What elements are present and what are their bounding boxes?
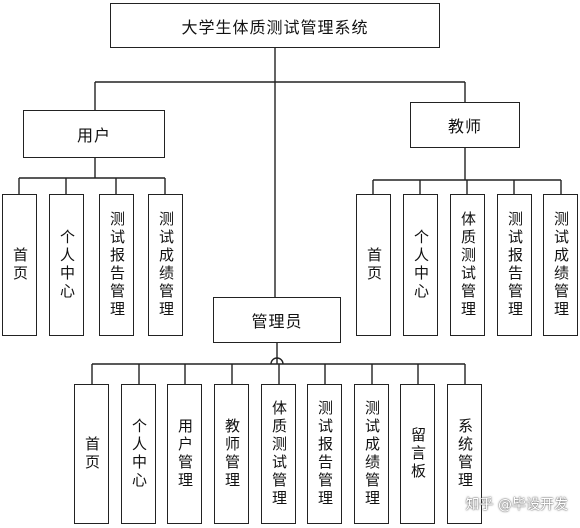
admin-child-node: 测试报告管理 xyxy=(307,384,342,524)
teacher-child-node: 体质测试管理 xyxy=(450,194,485,336)
teacher-child-node: 测试报告管理 xyxy=(497,194,532,336)
admin-child-label: 留言板 xyxy=(409,427,427,481)
teacher-child-node: 测试成绩管理 xyxy=(543,194,578,336)
admin-child-node: 教师管理 xyxy=(214,384,249,524)
teacher-child-node: 首页 xyxy=(356,194,391,336)
teacher-child-label: 测试报告管理 xyxy=(506,211,524,319)
line-hop xyxy=(270,357,284,365)
teacher-child-node: 个人中心 xyxy=(403,194,438,336)
admin-child-label: 测试成绩管理 xyxy=(363,400,381,508)
root-node: 大学生体质测试管理系统 xyxy=(110,3,440,48)
admin-child-node: 留言板 xyxy=(400,384,435,524)
teacher-child-label: 个人中心 xyxy=(412,229,430,301)
admin-child-node: 测试成绩管理 xyxy=(354,384,389,524)
teacher-child-label: 测试成绩管理 xyxy=(552,211,570,319)
admin-child-label: 体质测试管理 xyxy=(270,400,288,508)
user-child-node: 首页 xyxy=(2,194,37,336)
user-child-label: 个人中心 xyxy=(58,229,76,301)
admin-label: 管理员 xyxy=(251,312,303,331)
user-child-label: 首页 xyxy=(11,247,29,283)
admin-child-node: 用户管理 xyxy=(167,384,202,524)
admin-child-label: 个人中心 xyxy=(130,418,148,490)
admin-child-label: 测试报告管理 xyxy=(316,400,334,508)
user-child-label: 测试成绩管理 xyxy=(157,211,175,319)
user-child-node: 测试成绩管理 xyxy=(148,194,183,336)
user-child-label: 测试报告管理 xyxy=(108,211,126,319)
root-label: 大学生体质测试管理系统 xyxy=(181,17,369,37)
admin-child-node: 个人中心 xyxy=(121,384,156,524)
teacher-child-label: 首页 xyxy=(365,247,383,283)
admin-child-label: 用户管理 xyxy=(176,418,194,490)
user-child-node: 个人中心 xyxy=(49,194,84,336)
admin-child-node: 系统管理 xyxy=(447,384,482,524)
teacher-label: 教师 xyxy=(447,117,482,136)
admin-child-node: 体质测试管理 xyxy=(261,384,296,524)
teacher-node: 教师 xyxy=(410,102,520,148)
user-label: 用户 xyxy=(76,126,111,145)
user-node: 用户 xyxy=(23,110,165,158)
watermark: 知乎 @毕设开发 xyxy=(465,497,568,513)
user-child-node: 测试报告管理 xyxy=(99,194,134,336)
admin-child-node: 首页 xyxy=(74,384,109,524)
admin-child-label: 教师管理 xyxy=(223,418,241,490)
admin-node: 管理员 xyxy=(213,297,341,343)
teacher-child-label: 体质测试管理 xyxy=(459,211,477,319)
admin-child-label: 首页 xyxy=(83,436,101,472)
admin-child-label: 系统管理 xyxy=(456,418,474,490)
